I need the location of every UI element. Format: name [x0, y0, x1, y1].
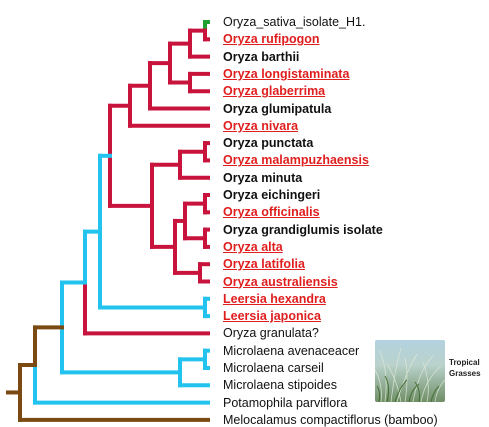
taxon-label: Oryza malampuzhaensis [223, 153, 369, 168]
photo-caption-line2: Grasses [449, 369, 481, 378]
taxon-label: Microlaena avenaceacer [223, 343, 360, 358]
taxon-label: Leersia japonica [223, 309, 321, 324]
taxon-label: Oryza longistaminata [223, 66, 350, 81]
taxon-label: Oryza glaberrima [223, 84, 326, 99]
taxon-label: Oryza rufipogon [223, 32, 320, 47]
taxon-label: Oryza minuta [223, 170, 303, 185]
taxon-label: Oryza glumipatula [223, 101, 332, 116]
taxon-label: Melocalamus compactiflorus (bamboo) [223, 412, 438, 427]
taxon-label: Oryza eichingeri [223, 188, 321, 202]
taxon-label: Oryza barthii [223, 49, 300, 64]
taxon-label: Oryza australiensis [223, 274, 338, 289]
taxon-label: Oryza grandiglumis isolate [223, 222, 383, 237]
taxon-label: Oryza nivara [223, 118, 299, 133]
taxon-label: Oryza_sativa_isolate_H1. [223, 15, 366, 29]
taxon-label: Oryza latifolia [223, 257, 305, 272]
tropical-grasses-photo [375, 340, 445, 402]
taxon-label: Potamophila parviflora [223, 395, 348, 410]
taxon-label: Oryza officinalis [223, 205, 320, 220]
photo-caption-line1: Tropical [449, 358, 480, 367]
taxon-label: Oryza alta [223, 239, 283, 254]
taxon-label: Oryza punctata [223, 136, 314, 151]
taxon-label: Microlaena stipoides [223, 378, 337, 393]
taxon-label: Leersia hexandra [223, 291, 326, 306]
taxon-label: Microlaena carseil [223, 361, 324, 375]
taxon-label: Oryza granulata? [223, 326, 319, 341]
photo-caption: Tropical Grasses [449, 357, 489, 379]
